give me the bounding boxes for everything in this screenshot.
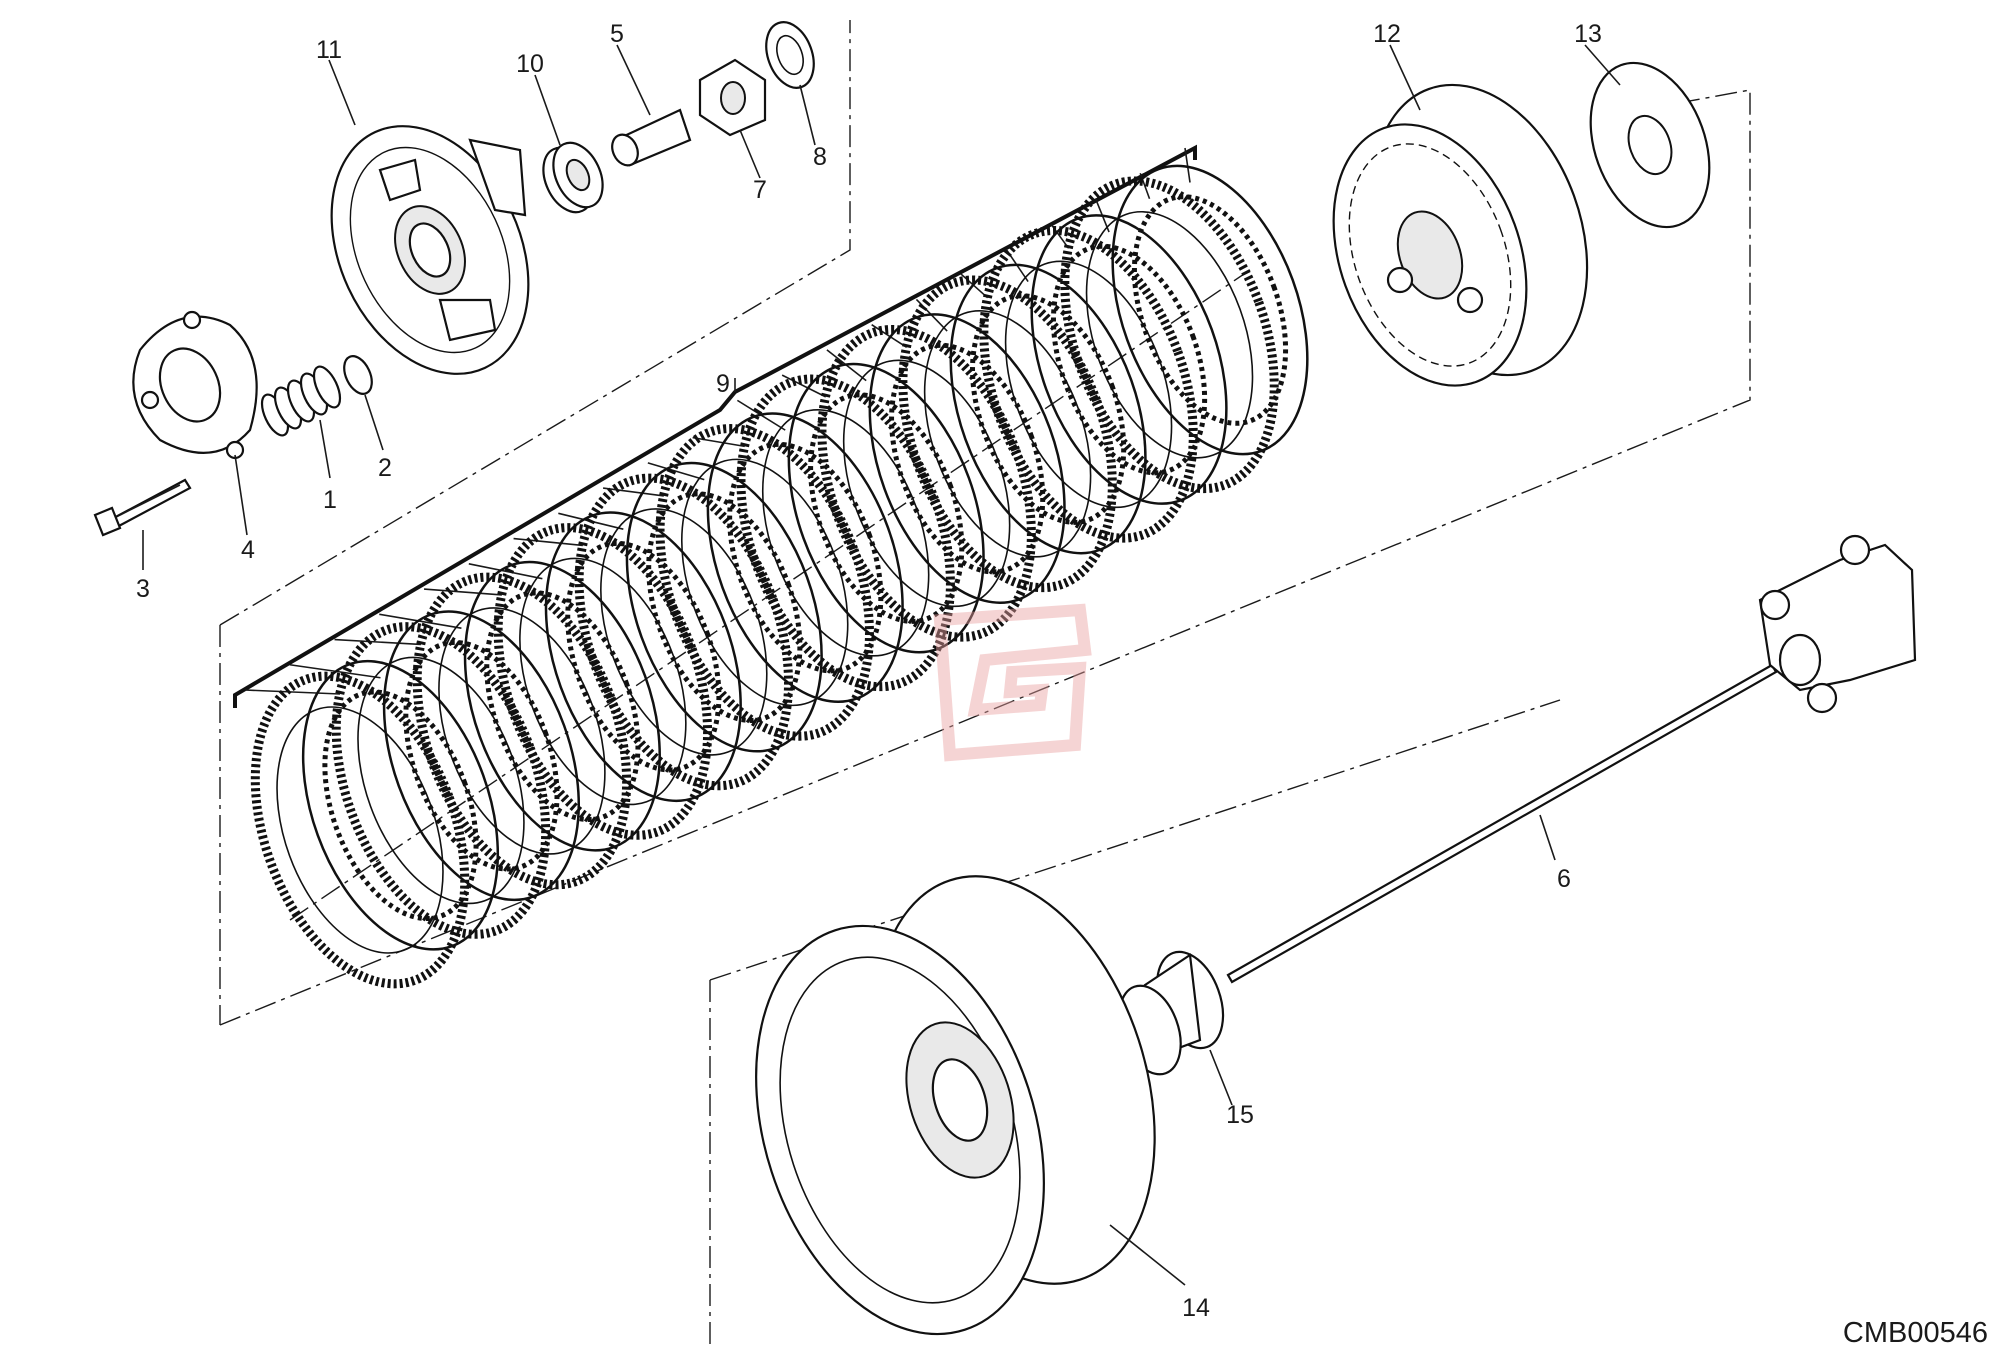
plate-pack-bracket [233,144,1197,708]
clutch-hub [1332,83,1589,387]
callout-12: 12 [1373,20,1401,48]
steel-plate [706,412,904,704]
friction-plate-inner [276,706,444,954]
friction-plate-inner [680,458,849,707]
steel-plate-teeth [484,590,641,822]
friction-plate [493,523,713,840]
callout-7: 7 [753,176,767,204]
callout-10: 10 [516,50,544,78]
plate-leader-line [334,638,421,646]
friction-plate [250,671,470,989]
steel-plate [787,362,985,654]
slave-cylinder [1758,534,1917,714]
friction-plate [412,572,632,890]
friction-plate-inner [923,310,1092,558]
plate-leader-line [468,563,543,580]
spring-cover-plate [132,310,258,460]
watermark-logo [933,603,1092,762]
clutch-basket [755,875,1156,1336]
friction-plate [655,424,874,741]
plate-leader-line [781,374,827,398]
friction-plate-inner [357,656,525,905]
plate-leader-line [244,689,341,695]
retaining-ring [343,355,373,395]
plate-leader-line [960,273,989,299]
friction-plate-inner [761,409,930,657]
callout-1: 1 [323,486,337,514]
steel-plate [301,659,500,951]
callout-leaders [142,44,1621,1286]
bolt [93,478,192,537]
callout-14: 14 [1182,1294,1210,1322]
callout-9: 9 [716,370,730,398]
plate-leader-line [692,436,745,448]
pushrod-cap [611,108,692,167]
callout-13: 13 [1574,20,1602,48]
callout-11: 11 [316,36,342,64]
thrust-washer [1589,61,1711,229]
steel-plate-teeth [808,392,965,624]
steel-plate-teeth [403,639,560,872]
friction-plate-inner [842,359,1011,608]
assembly-boundaries [219,20,1751,1345]
steel-plate-teeth [889,342,1046,575]
steel-plate [382,610,580,902]
steel-plate-teeth [1131,194,1289,426]
friction-plate [574,473,794,791]
steel-plate [625,461,823,753]
friction-plate [331,622,551,939]
steel-plate-teeth [727,441,884,674]
bearing [542,141,604,214]
plate-leader-line [602,487,664,497]
steel-plate-teeth [565,540,722,773]
plate-leader-line [1184,147,1191,183]
spring [260,365,342,437]
callout-6: 6 [1557,865,1571,893]
plate-leader-line [513,537,583,547]
plate-leader-line [647,462,705,481]
steel-plate-teeth [322,689,479,922]
callout-5: 5 [610,20,624,48]
pressure-plate [330,125,530,375]
friction-plate [736,374,955,692]
friction-plate-inner [1004,260,1173,509]
steel-plate [868,313,1066,604]
steel-plate-teeth [646,491,803,723]
callout-4: 4 [241,536,255,564]
plate-leader-line [871,323,908,349]
diagram-code: CMB00546 [1843,1317,1988,1348]
friction-plate-inner [438,607,606,855]
steel-plate [463,560,661,852]
steel-plate [949,263,1147,555]
callout-3: 3 [136,575,150,603]
steel-plate [544,511,742,803]
steel-plate-teeth [970,293,1127,525]
steel-plate-teeth [1050,243,1208,476]
steel-plate [1030,214,1228,505]
push-rod [1226,663,1778,984]
callout-15: 15 [1226,1101,1254,1129]
callout-8: 8 [813,143,827,171]
friction-plate-inner [600,508,768,756]
callout-2: 2 [378,454,392,482]
plate-leader-line [379,613,462,630]
plate-leader-line [423,588,502,596]
friction-plate-inner [1085,210,1254,459]
nut [698,58,767,137]
friction-plate-inner [519,557,687,806]
callout-labels: 11 10 5 7 8 1 2 4 3 9 12 13 6 15 14 [136,20,1602,1322]
lock-washer [765,21,815,89]
